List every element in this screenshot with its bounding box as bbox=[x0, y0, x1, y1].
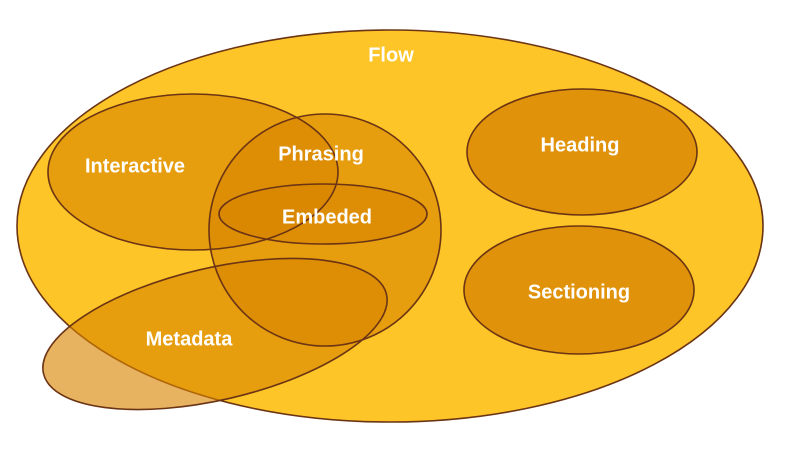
category-shapes bbox=[42, 94, 441, 410]
embeded-outline bbox=[218, 183, 428, 245]
flow-label: Flow bbox=[368, 44, 414, 66]
embeded-ellipse bbox=[219, 184, 427, 244]
heading-label: Heading bbox=[541, 134, 620, 156]
metadata-outline bbox=[42, 257, 388, 411]
interactive-label: Interactive bbox=[85, 155, 185, 177]
category-outlines bbox=[42, 93, 442, 411]
sectioning-ellipse bbox=[463, 225, 695, 355]
sectioning-label: Sectioning bbox=[528, 281, 630, 303]
interactive-outline bbox=[47, 93, 339, 251]
phrasing-outline bbox=[208, 113, 442, 347]
embeded-label: Embeded bbox=[282, 206, 372, 228]
metadata-label: Metadata bbox=[146, 328, 234, 350]
metadata-ellipse bbox=[42, 258, 388, 410]
phrasing-label: Phrasing bbox=[278, 143, 364, 165]
heading-ellipse bbox=[466, 88, 698, 216]
